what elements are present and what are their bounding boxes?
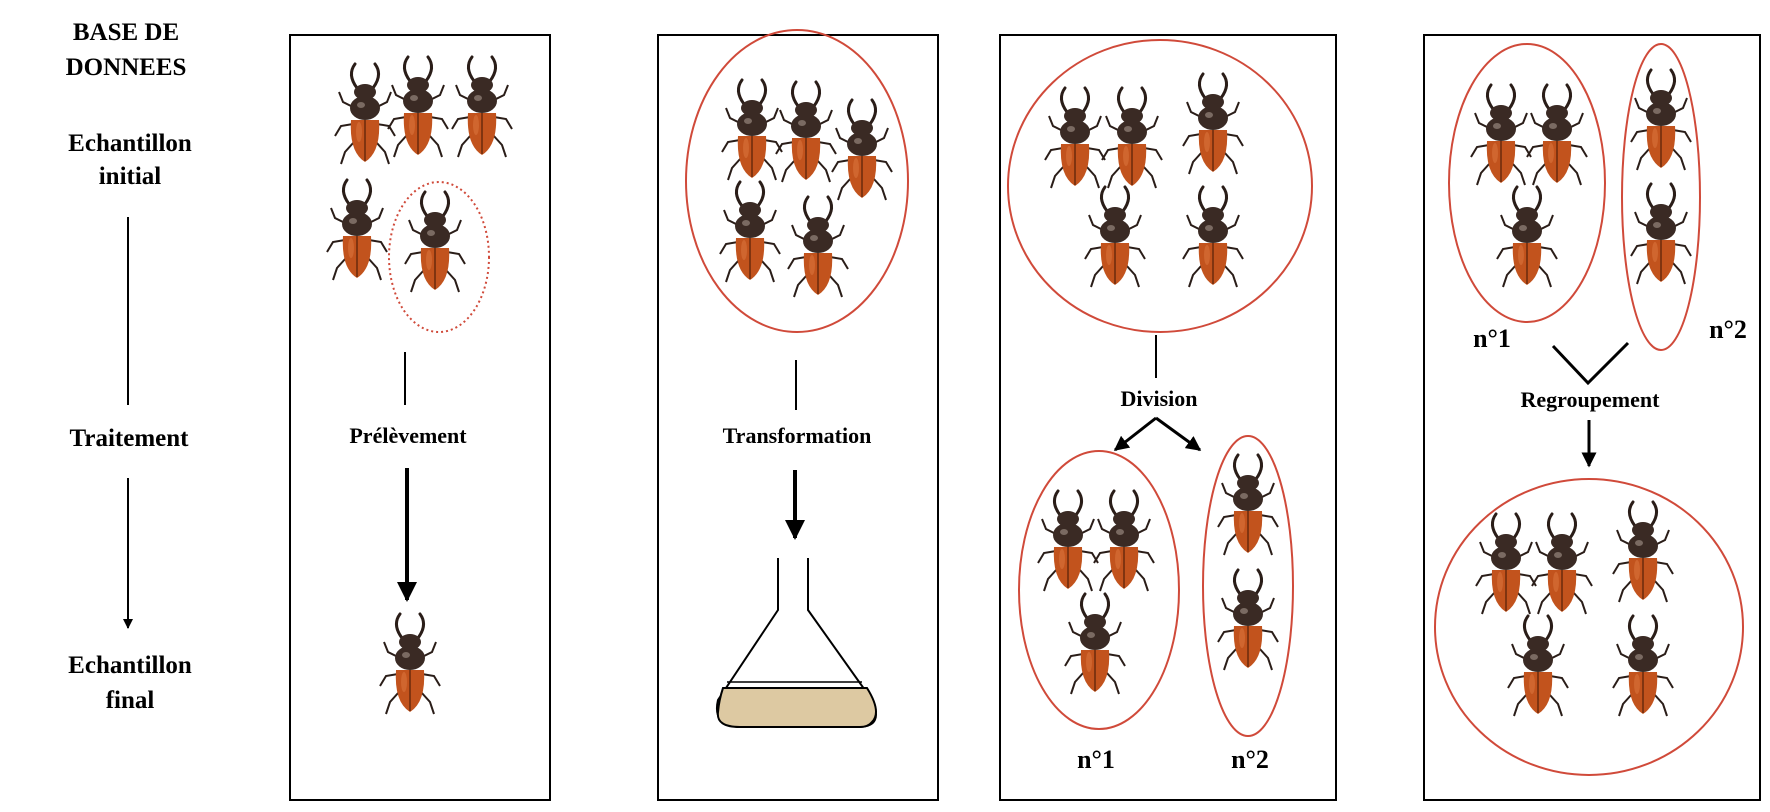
beetle-icon <box>1629 68 1693 172</box>
division-group-2 <box>1216 453 1280 672</box>
population-circle <box>685 29 909 333</box>
sidebar-title-line2: DONNEES <box>66 54 187 81</box>
panel-division: Division n°1 n°2 <box>999 34 1337 801</box>
division-population <box>1043 72 1245 289</box>
initial-sample-label-line2: initial <box>99 163 162 190</box>
panel-division-frame <box>999 34 1337 801</box>
transformation-label: Transformation <box>723 423 872 448</box>
treatment-label: Traitement <box>70 425 190 452</box>
beetle-icon <box>1181 72 1245 176</box>
grouping-label: Regroupement <box>1521 387 1661 412</box>
sampling-initial-population <box>325 55 514 294</box>
beetle-icon <box>720 78 784 182</box>
population-circle <box>1007 39 1313 333</box>
panel-sampling-frame <box>289 34 551 801</box>
beetle-icon <box>718 180 782 284</box>
beetle-icon <box>1043 86 1107 190</box>
final-sample-label-line2: final <box>106 687 155 714</box>
beetle-icon <box>325 178 389 282</box>
beetle-icon <box>1100 86 1164 190</box>
grouping-merge-lines <box>1551 341 1630 386</box>
beetle-icon <box>378 612 442 716</box>
initial-sample-label-line1: Echantillon <box>68 130 192 157</box>
beetle-icon <box>1495 185 1559 289</box>
final-sample-label-line1: Echantillon <box>68 652 192 679</box>
group-1-ellipse <box>1018 450 1180 730</box>
grouping-group-1-label: n°1 <box>1473 324 1511 353</box>
panel-grouping: n°1 n°2 Regroupement <box>1423 34 1761 801</box>
division-arrow-right <box>1155 416 1202 452</box>
division-group-2-label: n°2 <box>1231 745 1269 774</box>
beetle-icon <box>333 62 397 166</box>
sampling-label: Prélèvement <box>349 423 467 448</box>
beetle-icon <box>1063 592 1127 696</box>
beetle-icon <box>1506 614 1570 718</box>
group-2-ellipse <box>1202 435 1294 737</box>
grouping-group-1 <box>1469 83 1589 289</box>
panel-transformation-frame <box>657 34 939 801</box>
division-arrow-left <box>1113 416 1157 452</box>
flask-icon <box>716 558 877 728</box>
grouping-group-2-label: n°2 <box>1709 315 1747 344</box>
panel-grouping-frame <box>1423 34 1761 801</box>
beetle-icon <box>1083 185 1147 289</box>
panel-transformation: Transformation <box>657 29 939 801</box>
sidebar: BASE DE DONNEES Echantillon initial Trai… <box>66 19 192 714</box>
selection-ellipse <box>388 181 490 333</box>
beetle-icon <box>830 98 894 202</box>
division-group-1-label: n°1 <box>1077 745 1115 774</box>
beetle-icon <box>1092 489 1156 593</box>
beetle-icon <box>774 80 838 184</box>
division-label: Division <box>1120 386 1197 411</box>
beetle-icon <box>1036 489 1100 593</box>
beetle-icon <box>786 195 850 299</box>
beetle-icon <box>403 190 467 294</box>
sidebar-title-line1: BASE DE <box>73 19 179 46</box>
beetle-icon <box>1611 500 1675 604</box>
group-2-ellipse <box>1621 43 1701 351</box>
division-group-1 <box>1036 489 1156 696</box>
beetle-icon <box>1181 185 1245 289</box>
beetle-icon <box>1611 614 1675 718</box>
grouping-merged-population <box>1474 500 1675 718</box>
beetle-icon <box>1216 453 1280 557</box>
transformation-population <box>718 78 894 299</box>
beetle-icon <box>1525 83 1589 187</box>
beetle-icon <box>386 55 450 159</box>
beetle-icon <box>1474 512 1538 616</box>
beetle-icon <box>1469 83 1533 187</box>
panel-sampling: Prélèvement <box>289 34 551 801</box>
group-1-ellipse <box>1448 43 1606 323</box>
beetle-icon <box>1216 568 1280 672</box>
grouping-group-2 <box>1629 68 1693 286</box>
beetle-icon <box>1629 182 1693 286</box>
merged-population-circle <box>1434 478 1744 776</box>
beetle-icon <box>450 55 514 159</box>
beetle-icon <box>1530 512 1594 616</box>
